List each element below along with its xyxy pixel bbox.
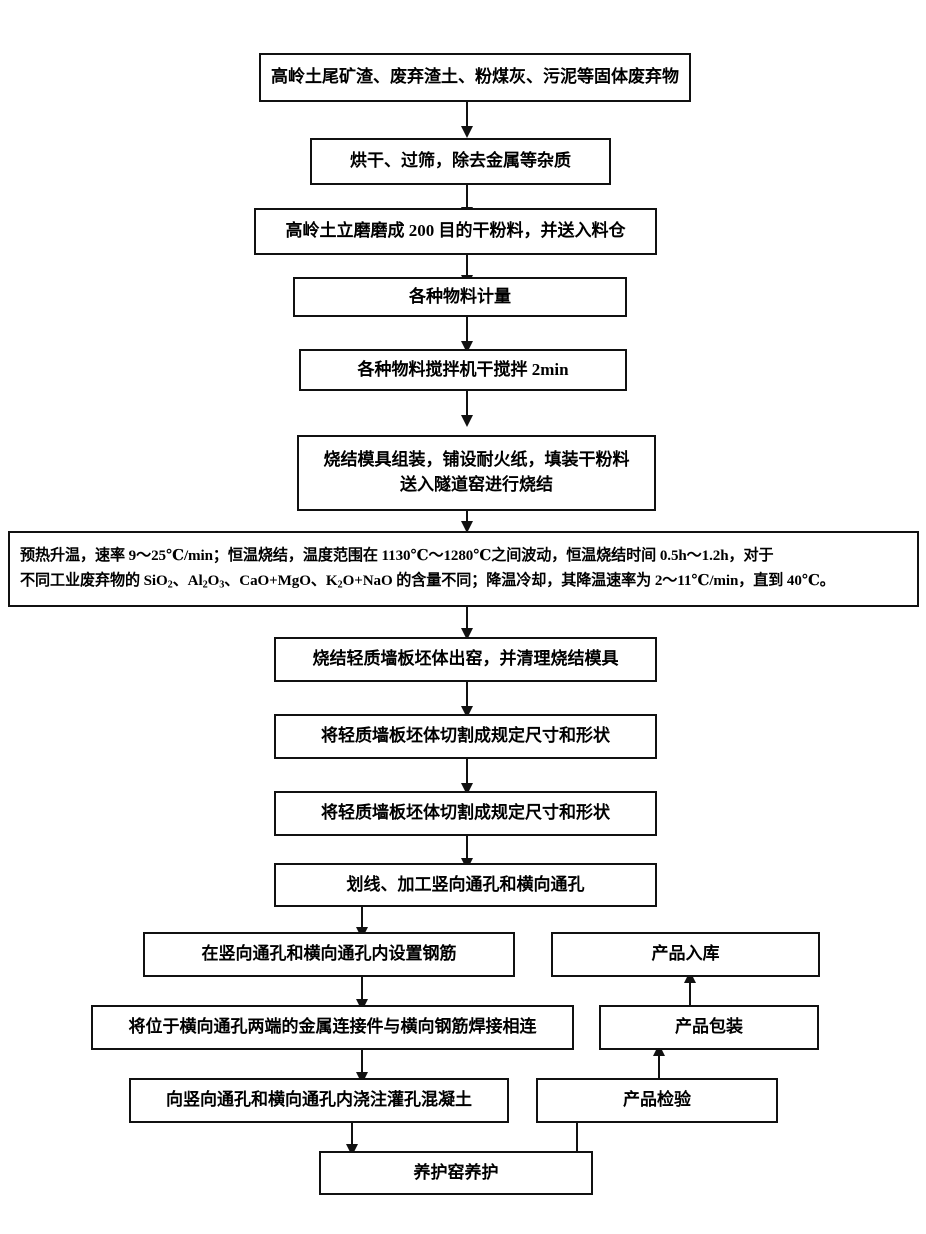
process-box-label: 产品包装	[675, 1017, 743, 1037]
process-box-label: 各种物料计量	[409, 286, 511, 306]
connector-n14-n15	[351, 1123, 353, 1151]
connector-n16-n17	[658, 1050, 660, 1079]
process-box-label: 将位于横向通孔两端的金属连接件与横向钢筋焊接相连	[128, 1017, 537, 1037]
connector-n12-n13	[361, 977, 363, 1005]
firing-parameters-line2-seg-d: 、CaO+MgO、K	[224, 572, 338, 589]
process-box-label: 烘干、过筛，除去金属等杂质	[350, 151, 571, 171]
firing-parameters-line2-seg-a: 不同工业废弃物的 SiO	[20, 572, 168, 589]
subscript-al2: 2	[202, 579, 208, 591]
process-box-label-line1: 烧结模具组装，铺设耐火纸，填装干粉料	[323, 450, 630, 470]
firing-parameters-line2-seg-c: O	[207, 572, 220, 589]
process-box-label: 向竖向通孔和横向通孔内浇注灌孔混凝土	[166, 1090, 472, 1110]
process-box-curing-kiln: 养护窑养护	[319, 1151, 593, 1195]
process-box-vertical-mill: 高岭土立磨磨成 200 目的干粉料，并送入料仓	[254, 208, 657, 255]
process-box-unload-kiln: 烧结轻质墙板坯体出窑，并清理烧结模具	[274, 637, 657, 682]
firing-parameters-line2-seg-e: O+NaO 的含量不同；降温冷却，其降温速率为 2～11℃/min，直到 40℃…	[342, 572, 835, 589]
subscript-o3: 3	[219, 579, 225, 591]
connector-n2-n3	[466, 185, 468, 211]
connector-n10-n11	[466, 836, 468, 864]
subscript-k2: 2	[337, 579, 343, 591]
process-box-label: 划线、加工竖向通孔和横向通孔	[346, 874, 585, 894]
process-box-product-inspection: 产品检验	[536, 1078, 778, 1123]
process-box-dry-mixing: 各种物料搅拌机干搅拌 2min	[299, 349, 627, 391]
process-box-label: 将轻质墙板坯体切割成规定尺寸和形状	[321, 726, 610, 746]
process-box-label: 各种物料搅拌机干搅拌 2min	[357, 359, 569, 379]
process-box-pour-concrete: 向竖向通孔和横向通孔内浇注灌孔混凝土	[129, 1078, 509, 1123]
process-box-raw-materials: 高岭土尾矿渣、废弃渣土、粉煤灰、污泥等固体废弃物	[259, 53, 691, 102]
connector-n5-n6	[466, 391, 468, 419]
process-box-mold-assembly: 烧结模具组装，铺设耐火纸，填装干粉料 送入隧道窑进行烧结	[297, 435, 656, 511]
connector-n4-n5	[466, 317, 468, 345]
process-box-label: 产品检验	[623, 1090, 691, 1110]
connector-n8-n9	[466, 682, 468, 714]
process-box-cut-to-size-1: 将轻质墙板坯体切割成规定尺寸和形状	[274, 714, 657, 759]
connector-n11-n12	[361, 907, 363, 933]
process-box-label: 在竖向通孔和横向通孔内设置钢筋	[201, 944, 457, 964]
connector-n15-n16	[576, 1096, 578, 1152]
process-box-place-rebar: 在竖向通孔和横向通孔内设置钢筋	[143, 932, 515, 977]
process-box-firing-parameters: 预热升温，速率 9～25℃/min；恒温烧结，温度范围在 1130℃～1280℃…	[8, 531, 919, 607]
process-box-dry-sieve: 烘干、过筛，除去金属等杂质	[310, 138, 611, 185]
connector-n7-n8	[466, 607, 468, 637]
connector-n17-n18	[689, 977, 691, 1006]
process-box-label: 烧结轻质墙板坯体出窑，并清理烧结模具	[312, 649, 619, 669]
process-box-label: 产品入库	[651, 944, 720, 964]
arrowhead-n5-n6	[461, 415, 473, 427]
process-box-label: 养护窑养护	[413, 1162, 499, 1182]
firing-parameters-line1: 预热升温，速率 9～25℃/min；恒温烧结，温度范围在 1130℃～1280℃…	[20, 548, 774, 565]
process-box-drill-holes: 划线、加工竖向通孔和横向通孔	[274, 863, 657, 907]
process-box-weld-connectors: 将位于横向通孔两端的金属连接件与横向钢筋焊接相连	[91, 1005, 574, 1050]
process-box-material-metering: 各种物料计量	[293, 277, 627, 317]
arrowhead-n6-n7	[461, 521, 473, 533]
connector-n9-n10	[466, 759, 468, 791]
firing-parameters-line2-seg-b: 、Al	[172, 572, 203, 589]
connector-n3-n4	[466, 255, 468, 281]
firing-parameters-line2: 不同工业废弃物的 SiO2、Al2O3、CaO+MgO、K2O+NaO 的含量不…	[20, 569, 835, 594]
process-box-label: 高岭土尾矿渣、废弃渣土、粉煤灰、污泥等固体废弃物	[271, 67, 679, 87]
process-box-label: 高岭土立磨磨成 200 目的干粉料，并送入料仓	[285, 221, 626, 241]
process-box-product-packaging: 产品包装	[599, 1005, 819, 1050]
process-box-cut-to-size-2: 将轻质墙板坯体切割成规定尺寸和形状	[274, 791, 657, 836]
connector-n13-n14	[361, 1050, 363, 1078]
process-box-product-warehousing: 产品入库	[551, 932, 820, 977]
subscript-sio2: 2	[167, 579, 173, 591]
process-box-label: 将轻质墙板坯体切割成规定尺寸和形状	[321, 803, 610, 823]
connector-n1-n2	[466, 102, 468, 130]
process-box-label-line2: 送入隧道窑进行烧结	[400, 475, 553, 494]
arrowhead-n1-n2	[461, 126, 473, 138]
